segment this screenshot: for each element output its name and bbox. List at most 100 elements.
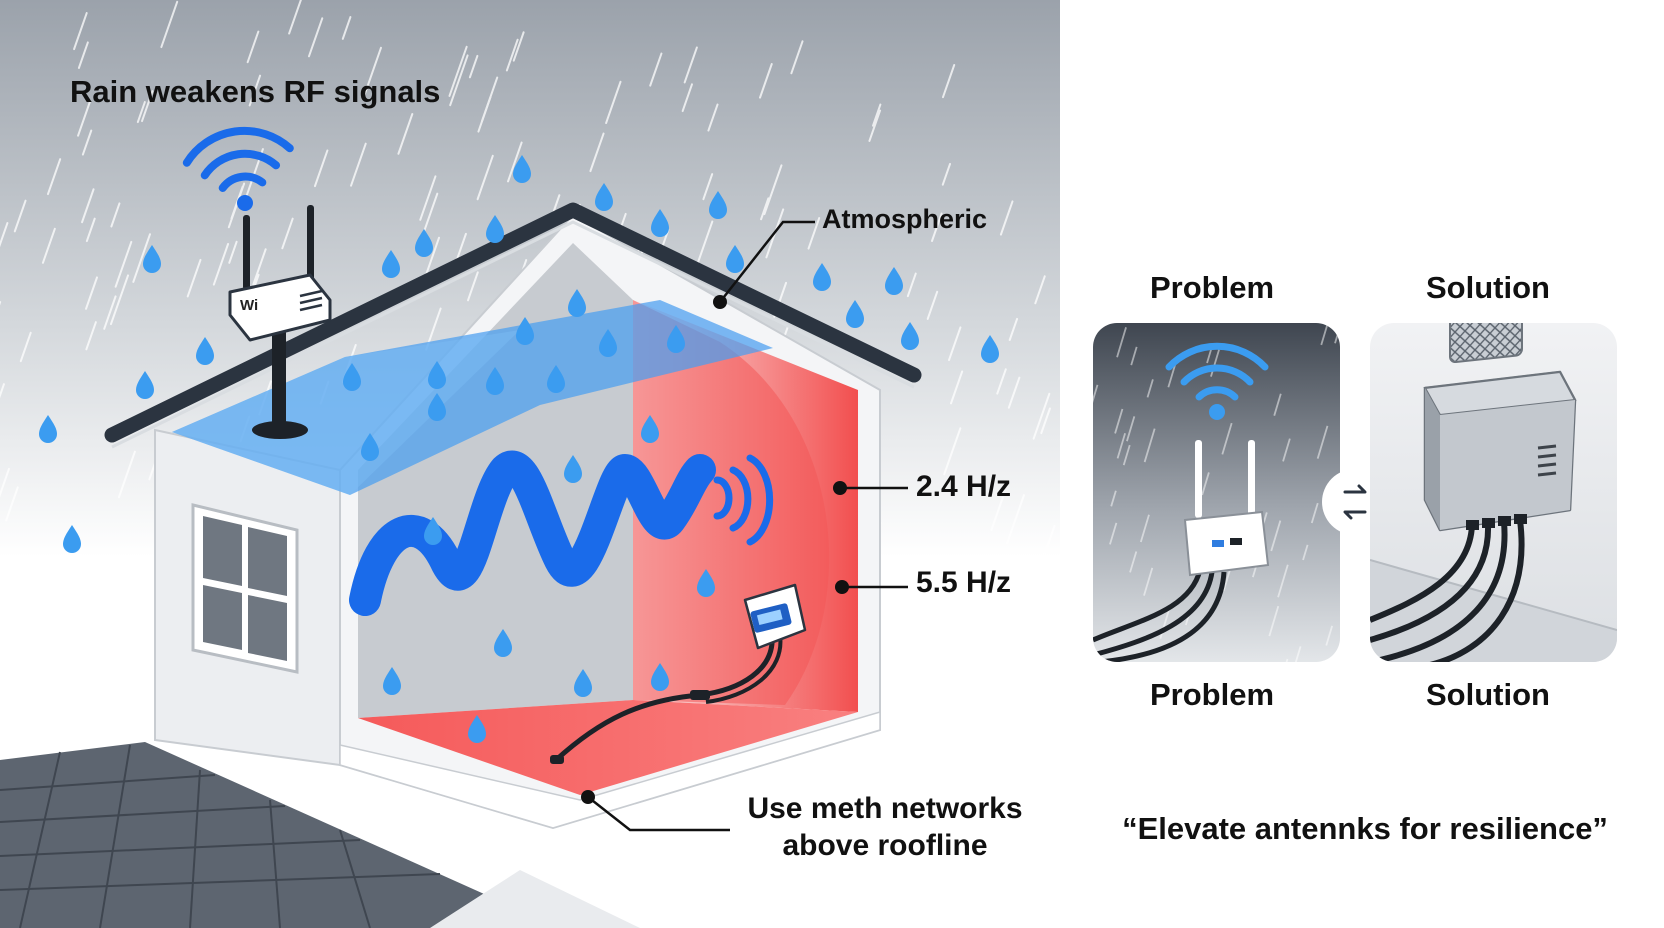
rain-streak	[1006, 494, 1025, 545]
rain-streak	[760, 197, 770, 221]
rain-streak	[363, 46, 382, 96]
rain-streak	[85, 276, 99, 310]
rain-streak	[649, 52, 663, 87]
rain-streak	[759, 63, 773, 99]
callout-mesh-note: Use meth networks above roofline	[747, 792, 1023, 862]
signal-wave-icon	[349, 450, 774, 616]
rain-streak	[0, 605, 5, 621]
rain-streak	[763, 164, 783, 216]
rain-streak	[160, 0, 179, 49]
rain-streak	[109, 274, 130, 326]
rain-streak	[85, 217, 96, 243]
rain-streak	[790, 40, 804, 75]
rain-streak	[683, 46, 698, 84]
rain-streak	[228, 240, 238, 264]
rain-streak	[85, 321, 97, 351]
diagram-title: Rain weakens RF signals	[70, 74, 441, 109]
panel-rain-streak	[1277, 564, 1289, 598]
rain-streak	[448, 45, 468, 97]
rain-streak	[132, 233, 151, 283]
rain-streak	[397, 113, 414, 155]
rain-streak	[449, 54, 469, 107]
rain-streak	[999, 200, 1014, 236]
solution-panel	[1370, 323, 1617, 662]
rain-streak	[41, 227, 56, 264]
panel-rain-streak	[1116, 433, 1126, 459]
router-badge-label: Wi	[240, 297, 259, 314]
panel-rain-streak	[1270, 520, 1282, 552]
rain-streak	[507, 141, 523, 183]
rain-streak	[69, 543, 85, 584]
panel-rain-streak	[1116, 327, 1127, 358]
rain-streak	[112, 556, 129, 599]
rain-streak	[288, 0, 302, 35]
rain-streak	[871, 103, 882, 127]
panel-rain-streak	[1122, 444, 1131, 466]
rain-streak	[943, 427, 962, 476]
panel-rain-streak	[1139, 514, 1150, 543]
rain-streak	[696, 220, 714, 265]
rain-streak	[1032, 392, 1051, 440]
callout-freq-2-4: 2.4 H/z	[916, 470, 1012, 503]
roof-router	[228, 205, 332, 439]
panel-rain-streak	[1109, 522, 1118, 545]
rain-streak	[512, 31, 525, 62]
panel-rain-streak	[1268, 605, 1280, 637]
rain-streak	[1034, 275, 1046, 305]
rain-streak	[476, 154, 494, 201]
rain-streak	[34, 581, 55, 633]
rain-streak	[212, 243, 230, 286]
rain-streak	[248, 74, 262, 107]
panel-rain-streak	[1126, 416, 1136, 442]
rain-streak	[1009, 573, 1028, 622]
weatherproof-enclosure-icon	[1370, 323, 1577, 662]
panel-rain-streak	[1110, 490, 1117, 507]
meter-box-icon	[550, 583, 807, 764]
solution-caption: Solution	[1426, 677, 1550, 712]
panel-rain-streak	[1282, 438, 1291, 462]
panel-rain-streak	[1320, 323, 1329, 346]
rain-streak	[81, 129, 93, 156]
rain-streak	[996, 368, 1007, 395]
rain-streak	[941, 64, 956, 99]
panel-rain-streak	[1221, 422, 1233, 455]
panel-rain-streak	[1146, 379, 1154, 398]
rain-streak	[941, 162, 952, 186]
panel-rain-streak	[1292, 646, 1302, 662]
rain-streak	[103, 295, 117, 330]
rain-streak	[19, 331, 32, 363]
rain-streak	[73, 12, 88, 51]
problem-heading: Problem	[1149, 270, 1275, 305]
rain-streak	[246, 30, 260, 64]
rain-streak	[81, 188, 95, 224]
rain-streak	[5, 486, 19, 522]
rain-streak	[110, 202, 121, 228]
rain-streak	[1040, 407, 1051, 435]
rain-streak	[949, 370, 964, 405]
rain-streak	[589, 132, 605, 173]
rain-streak	[46, 158, 62, 196]
problem-panel	[1093, 323, 1340, 662]
house-cutaway	[104, 202, 922, 830]
panel-rain-streak	[1302, 544, 1309, 561]
callout-freq-5-5: 5.5 H/z	[916, 566, 1012, 599]
rain-streak	[281, 217, 294, 250]
panel-rain-streak	[1143, 567, 1154, 596]
rain-streak	[77, 41, 89, 69]
panel-rain-streak	[1316, 425, 1329, 459]
rain-streak	[117, 450, 136, 499]
rain-streak	[807, 217, 821, 250]
rain-streak	[350, 142, 367, 187]
panel-rain-streak	[1210, 349, 1220, 377]
rain-streak	[477, 96, 492, 133]
rain-streak	[230, 185, 244, 220]
panel-rain-streak	[1273, 393, 1282, 416]
problem-router-icon	[1093, 440, 1270, 662]
callout-leaders	[587, 220, 908, 832]
panel-rain-streak	[1093, 384, 1099, 407]
callout-atmospheric: Atmospheric	[822, 204, 988, 234]
rain-streak	[926, 290, 939, 320]
rain-streak	[252, 248, 267, 286]
panel-rain-streak	[1129, 551, 1138, 573]
rain-streak	[0, 383, 5, 399]
